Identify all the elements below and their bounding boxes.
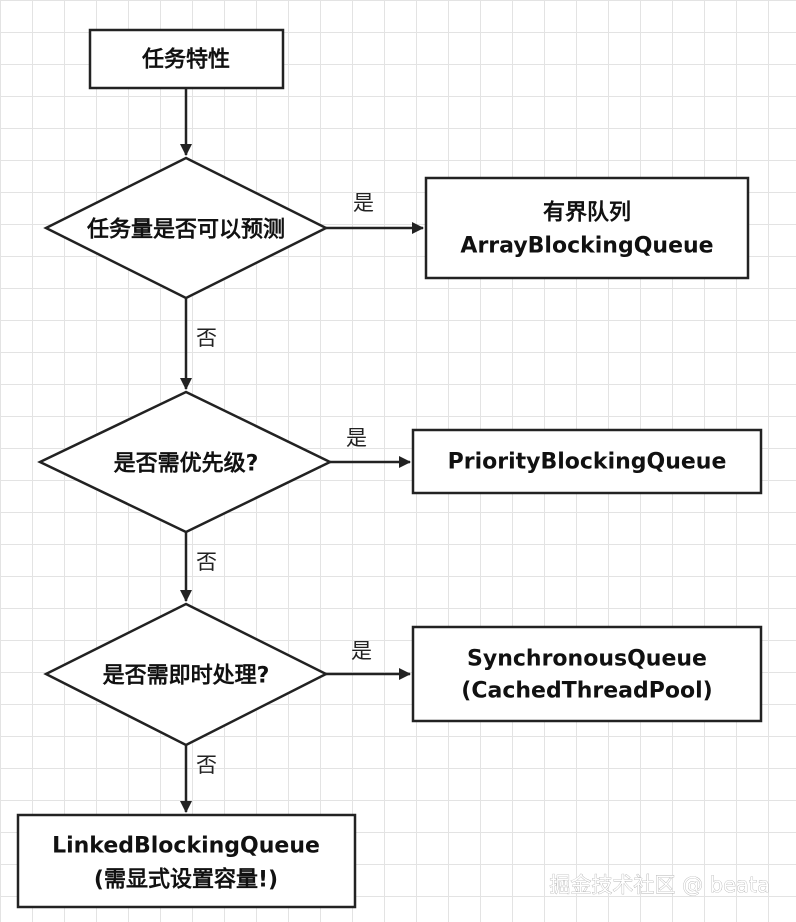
sync-queue-node xyxy=(411,625,763,723)
edge-label-priority-yes: 是 xyxy=(346,426,367,450)
edge-label-predictable-yes: 是 xyxy=(353,191,374,215)
start-node-label: 任务特性 xyxy=(141,47,230,73)
priority-queue-node xyxy=(411,428,763,495)
bounded-queue-label-1: 有界队列 xyxy=(543,200,631,226)
priority-queue-label: PriorityBlockingQueue xyxy=(448,450,727,475)
watermark: 掘金技术社区 @ beata xyxy=(549,873,770,897)
edge-label-priority-no: 否 xyxy=(196,550,217,574)
decision-priority-label: 是否需优先级? xyxy=(114,451,259,477)
edge-label-immediate-no: 否 xyxy=(196,753,217,777)
decision-priority xyxy=(37,390,333,534)
decision-predictable-label: 任务量是否可以预测 xyxy=(86,217,285,243)
decision-immediate-label: 是否需即时处理? xyxy=(103,663,270,689)
sync-queue-label-2: (CachedThreadPool) xyxy=(461,679,712,704)
start-node xyxy=(88,28,285,90)
edge-label-predictable-no: 否 xyxy=(196,326,217,350)
linked-queue-label-1: LinkedBlockingQueue xyxy=(52,834,320,859)
decision-predictable xyxy=(43,156,329,300)
bounded-queue-label-2: ArrayBlockingQueue xyxy=(460,234,713,259)
linked-queue-node xyxy=(16,813,357,909)
decision-immediate xyxy=(43,602,329,747)
linked-queue-label-2: (需显式设置容量!) xyxy=(94,867,278,893)
sync-queue-label-1: SynchronousQueue xyxy=(467,647,707,672)
bounded-queue-node xyxy=(424,176,750,280)
edge-label-immediate-yes: 是 xyxy=(351,639,372,663)
